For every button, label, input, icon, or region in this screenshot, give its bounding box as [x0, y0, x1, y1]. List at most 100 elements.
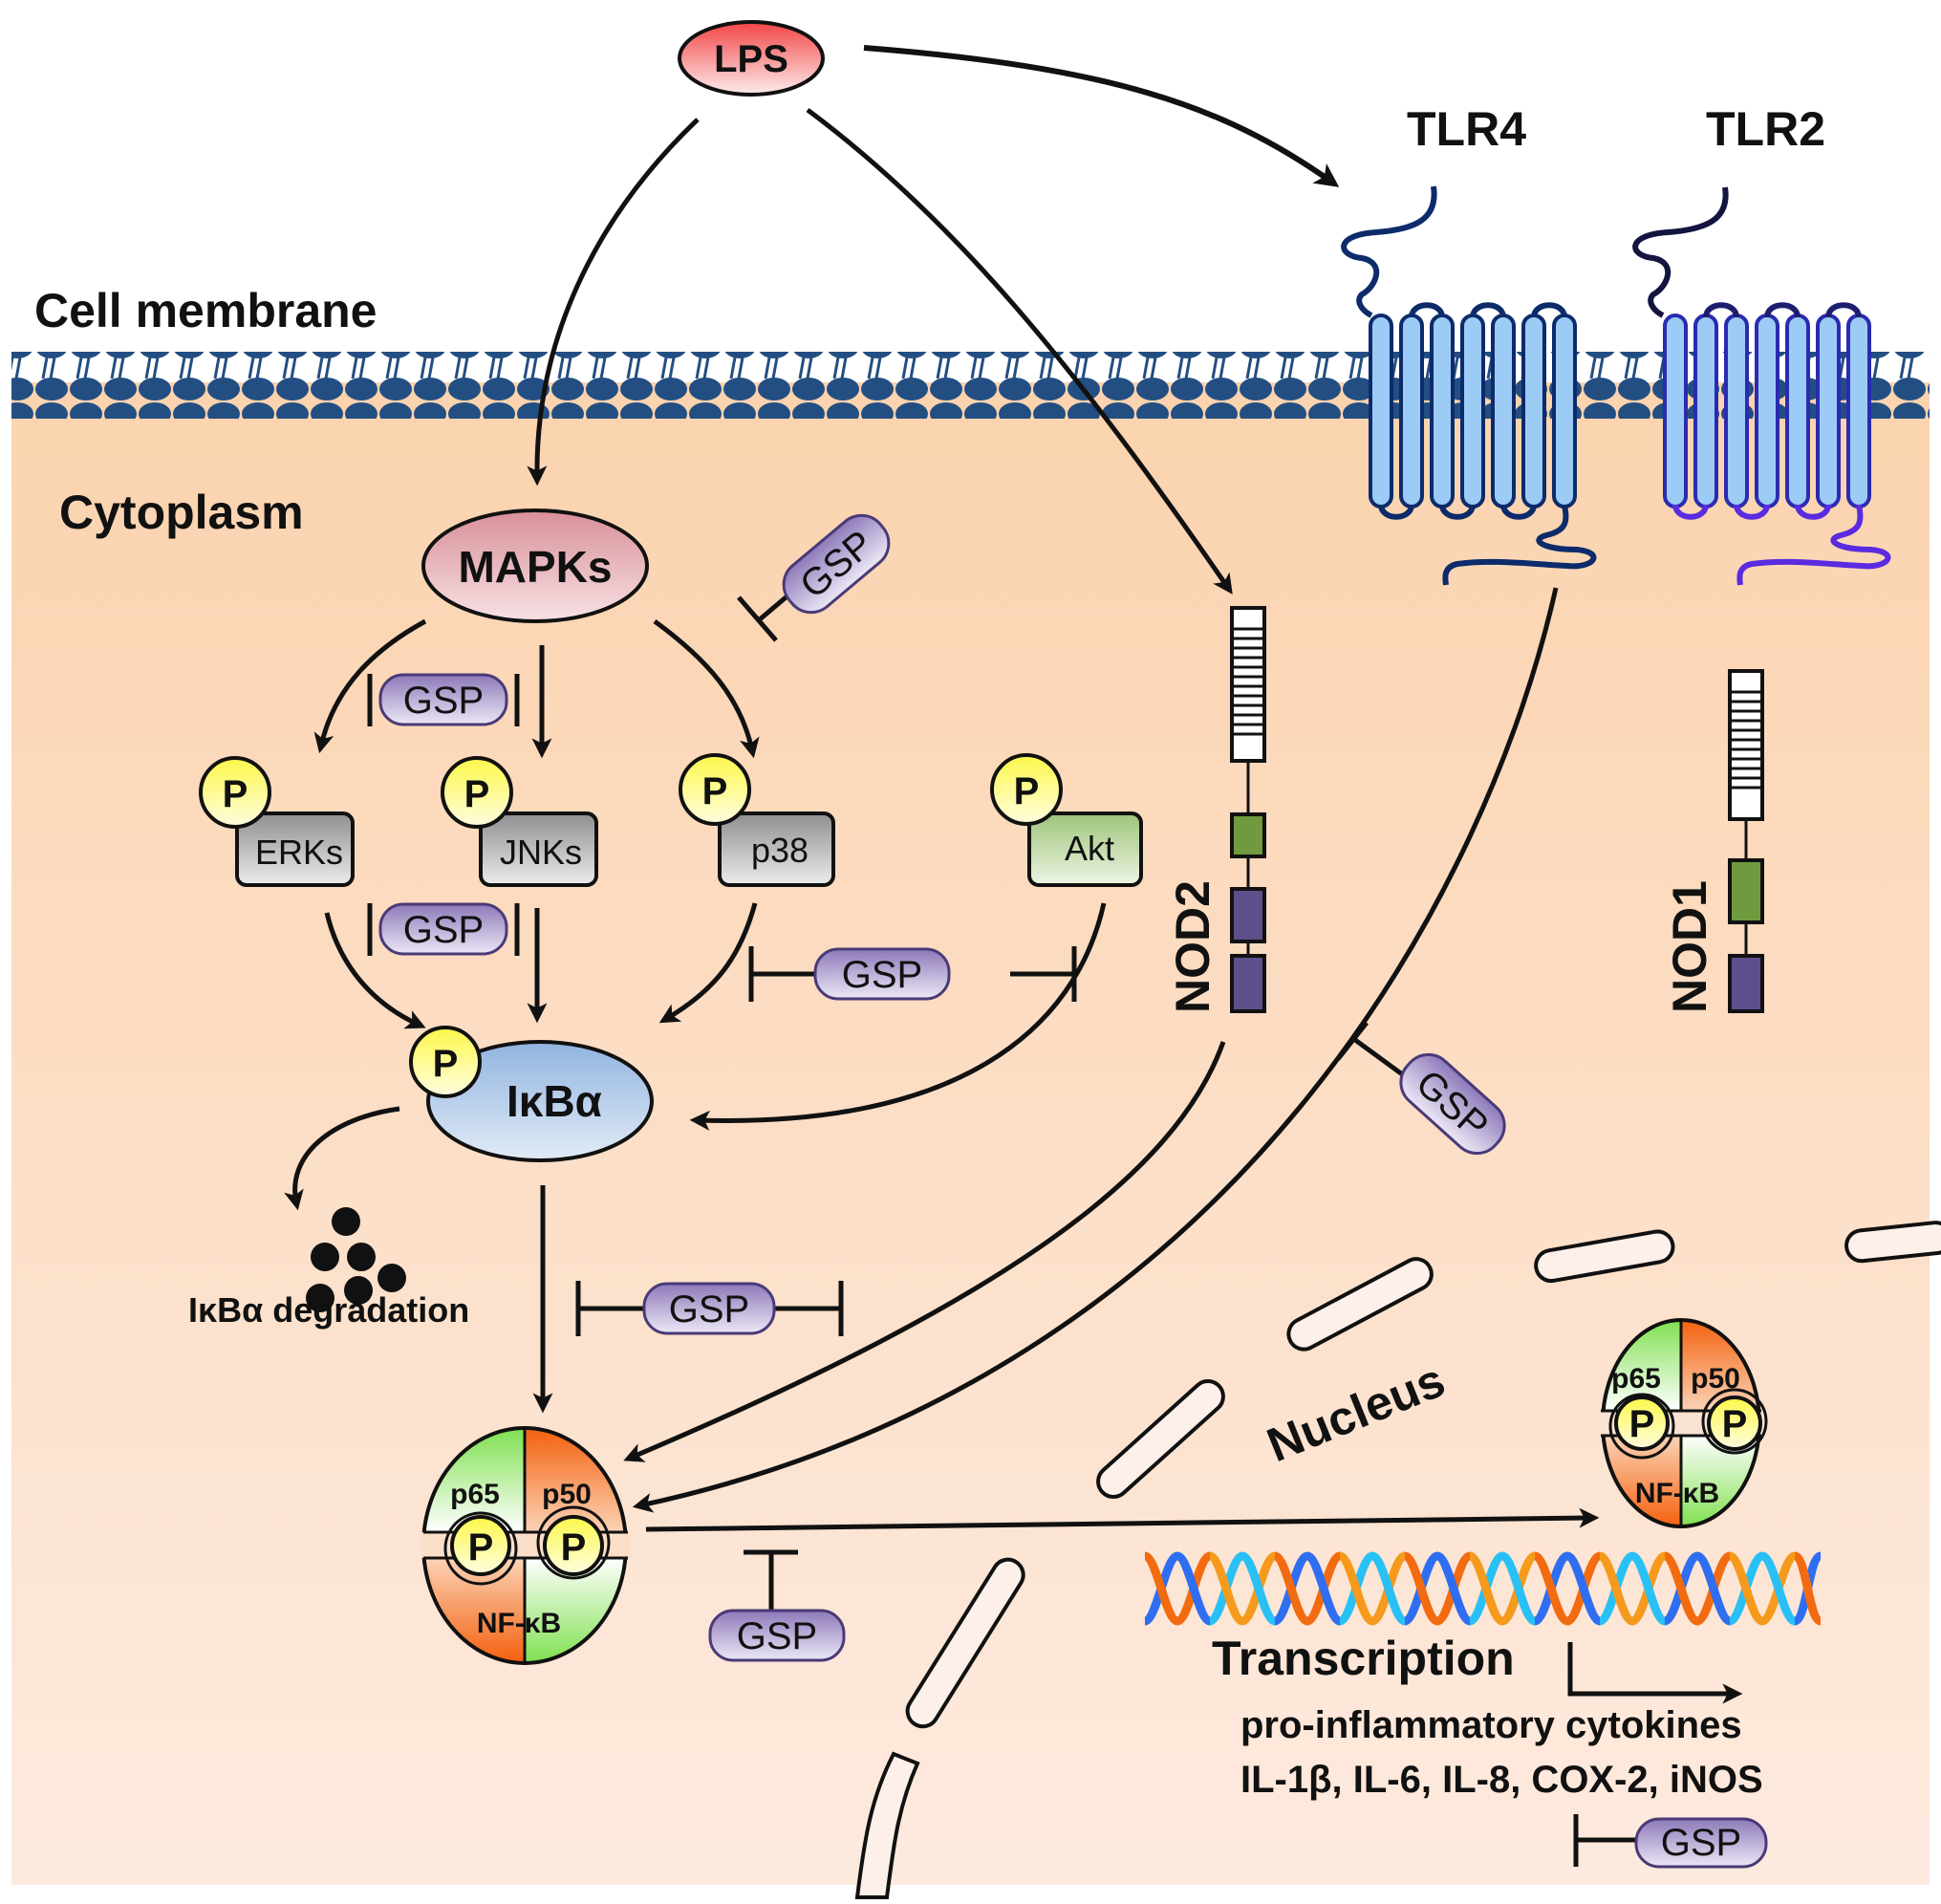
- dna-strand-segment: [1369, 1551, 1408, 1626]
- ikba-label: IκBα: [507, 1076, 602, 1126]
- tlr4-receptor: [1341, 185, 1597, 586]
- dna-strand-segment: [1175, 1551, 1213, 1626]
- phospho-icon: [1707, 1396, 1762, 1451]
- phospho-icon: [543, 1515, 604, 1576]
- phospho-label: P: [464, 773, 490, 815]
- cell-membrane-label: Cell membrane: [34, 284, 377, 337]
- nod2-receptor: [1230, 606, 1266, 1013]
- phospho-icon: [679, 753, 751, 826]
- gsp-inhibitor-erk-jnk-top: GSP: [367, 673, 520, 726]
- dna-strand-segment: [1467, 1551, 1505, 1626]
- dna-strand-segment: [1694, 1551, 1733, 1626]
- dna-strand-segment: [1662, 1551, 1700, 1626]
- dna-strand-segment: [1532, 1551, 1570, 1626]
- phospho-icon: [1614, 1396, 1670, 1451]
- ikba-degradation-label: IκBα degradation: [188, 1290, 469, 1330]
- transcription-start-arrow: [1567, 1642, 1743, 1704]
- arrow-nfkb-translocation: [645, 1507, 1600, 1532]
- cell-membrane-bilayer: [11, 352, 1930, 419]
- phospho-icon: [199, 756, 271, 829]
- phospho-label: P: [433, 1043, 459, 1085]
- arrow-tlr4-to-nfkb: [632, 587, 1559, 1513]
- gsp-label: GSP: [403, 909, 484, 951]
- nod2-label: NOD2: [1166, 880, 1219, 1013]
- phospho-label: P: [468, 1526, 494, 1569]
- arrow-ikba-to-degradation: [284, 1106, 400, 1211]
- dna-strand-segment: [1597, 1551, 1635, 1626]
- jnks-node: JNKs P: [441, 756, 598, 887]
- transcription-label: Transcription: [1212, 1632, 1515, 1685]
- dna-strand-segment: [1305, 1551, 1343, 1626]
- dna-strand-segment: [1142, 1551, 1180, 1626]
- cytokines-list: IL-1β, IL-6, IL-8, COX-2, iNOS: [1240, 1759, 1763, 1801]
- p38-node: p38 P: [679, 753, 835, 887]
- gsp-label: GSP: [842, 954, 922, 996]
- arrow-lps-to-nod2: [806, 107, 1233, 595]
- phospho-label: P: [1722, 1403, 1748, 1445]
- erks-label: ERKs: [255, 833, 343, 872]
- dna-strand-segment: [1564, 1551, 1603, 1626]
- nod1-receptor: [1728, 669, 1764, 1013]
- gsp-label: GSP: [737, 1615, 817, 1657]
- cytoplasm-label: Cytoplasm: [59, 486, 304, 539]
- dna-strand-segment: [1499, 1551, 1538, 1626]
- erks-node: ERKs P: [199, 756, 355, 887]
- tlr2-receptor: [1632, 186, 1891, 586]
- gsp-label: GSP: [403, 680, 484, 722]
- phospho-icon: [450, 1515, 511, 1576]
- gsp-inhibitor-cytokines: GSP: [1573, 1814, 1768, 1869]
- cytokines-heading: pro-inflammatory cytokines: [1240, 1704, 1742, 1746]
- nfkb-label: NF-κB: [477, 1608, 561, 1639]
- jnks-label: JNKs: [500, 833, 582, 872]
- akt-node: Akt P: [990, 753, 1143, 887]
- lps-label: LPS: [714, 38, 788, 80]
- p50-label: p50: [1691, 1363, 1740, 1395]
- nfkb-complex-cytoplasm: P P p65 p50 NF-κB: [421, 1426, 631, 1665]
- gsp-inhibitor-translocation: GSP: [708, 1549, 846, 1662]
- nod1-label: NOD1: [1663, 880, 1716, 1013]
- arrow-lps-to-mapks: [527, 118, 700, 487]
- p65-label: p65: [1611, 1363, 1661, 1395]
- arrow-mapks-to-p38: [653, 618, 760, 759]
- dna-strand-segment: [1629, 1551, 1668, 1626]
- gsp-label: GSP: [1661, 1822, 1741, 1864]
- akt-label: Akt: [1065, 829, 1114, 868]
- dna-strand-segment: [1240, 1551, 1278, 1626]
- nfkb-complex-nucleus: P P p65 p50 NF-κB: [1598, 1318, 1768, 1528]
- lps-node: LPS: [678, 20, 825, 97]
- arrow-erks-to-ikba: [324, 912, 426, 1029]
- dna-strand-segment: [1792, 1551, 1823, 1626]
- dna-strand-segment: [1727, 1551, 1765, 1626]
- phospho-label: P: [1629, 1403, 1655, 1445]
- dna-strand-segment: [1272, 1551, 1310, 1626]
- arrow-lps-to-tlr4: [863, 45, 1340, 187]
- p65-label: p65: [450, 1479, 500, 1510]
- arrow-akt-to-ikba: [689, 902, 1107, 1131]
- dna-strand-segment: [1759, 1551, 1798, 1626]
- arrow-p38-to-ikba: [658, 902, 758, 1024]
- arrow-mapks-to-erks: [313, 618, 427, 754]
- mapks-node: MAPKs: [421, 508, 649, 623]
- mapks-label: MAPKs: [458, 542, 612, 592]
- ikba-node: IκBα P: [409, 1026, 654, 1162]
- degradation-fragments-icon: [306, 1207, 406, 1312]
- phospho-icon: [990, 753, 1063, 826]
- phospho-label: P: [1014, 770, 1040, 812]
- p50-label: p50: [542, 1479, 592, 1510]
- gsp-inhibitor-p38-akt: GSP: [748, 946, 1077, 1002]
- gsp-inhibitor-ikba-nfkb: GSP: [575, 1281, 844, 1336]
- nuclear-envelope: [854, 1221, 1941, 1899]
- phospho-label: P: [561, 1526, 587, 1569]
- nfkb-label: NF-κB: [1635, 1478, 1719, 1509]
- phospho-icon: [441, 756, 513, 829]
- phospho-label: P: [223, 773, 248, 815]
- gsp-label: GSP: [669, 1288, 749, 1331]
- tlr4-label: TLR4: [1407, 102, 1526, 156]
- dna-strand-segment: [1337, 1551, 1375, 1626]
- gsp-inhibitor-erk-jnk-bottom: GSP: [367, 902, 520, 956]
- phospho-icon: [409, 1026, 482, 1098]
- arrow-nod2-to-nfkb: [623, 1041, 1226, 1462]
- dna-strand-segment: [1207, 1551, 1245, 1626]
